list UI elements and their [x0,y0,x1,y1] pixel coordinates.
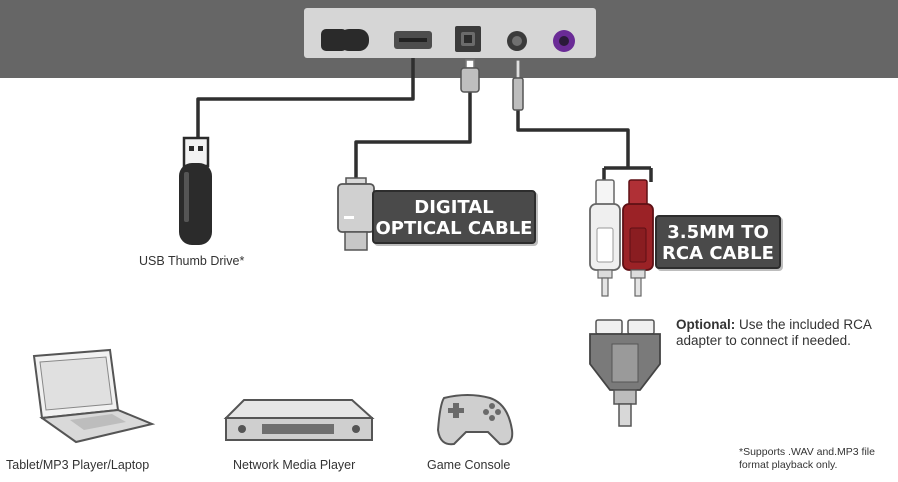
purple-port-icon [553,30,575,52]
laptop-icon [32,348,156,444]
usb-cable [196,58,415,140]
optical-cable-plug-icon [337,177,375,251]
rca-red-plug-icon [622,179,654,297]
optical-port-icon [455,26,481,52]
rca-white-plug-icon [589,179,621,297]
rca-cable-wire [516,108,653,182]
game-console-label: Game Console [427,458,511,472]
aux-jack-plug-icon [512,59,524,111]
game-controller-icon [436,394,514,446]
optional-note-bold: Optional: [676,317,736,332]
network-media-player-icon [223,399,375,441]
aux-port-icon [507,31,527,51]
usb-thumb-drive-icon [179,136,212,245]
optical-cable-wire [354,90,472,180]
optical-cable-tag: DIGITAL OPTICAL CABLE [372,190,536,244]
format-footnote: *Supports .WAV and.MP3 file format playb… [739,446,875,471]
optional-note-text: Use the included RCA adapter to connect … [676,317,872,348]
optical-port-plug-icon [460,59,480,93]
rca-adapter-icon [589,319,661,427]
power-port-icon [321,29,369,51]
rca-cable-line1: 3.5MM TO [667,222,769,243]
optional-note: Optional: Use the included RCA adapter t… [676,317,894,349]
optical-cable-line2: OPTICAL CABLE [375,218,533,239]
optical-cable-line1: DIGITAL [414,197,494,218]
tablet-label: Tablet/MP3 Player/Laptop [6,458,150,472]
network-media-player-label: Network Media Player [233,458,356,472]
rca-cable-line2: RCA CABLE [662,243,774,264]
usb-thumb-drive-label: USB Thumb Drive* [139,254,245,268]
usb-port-icon [394,31,432,49]
rca-cable-tag: 3.5MM TO RCA CABLE [655,215,781,269]
